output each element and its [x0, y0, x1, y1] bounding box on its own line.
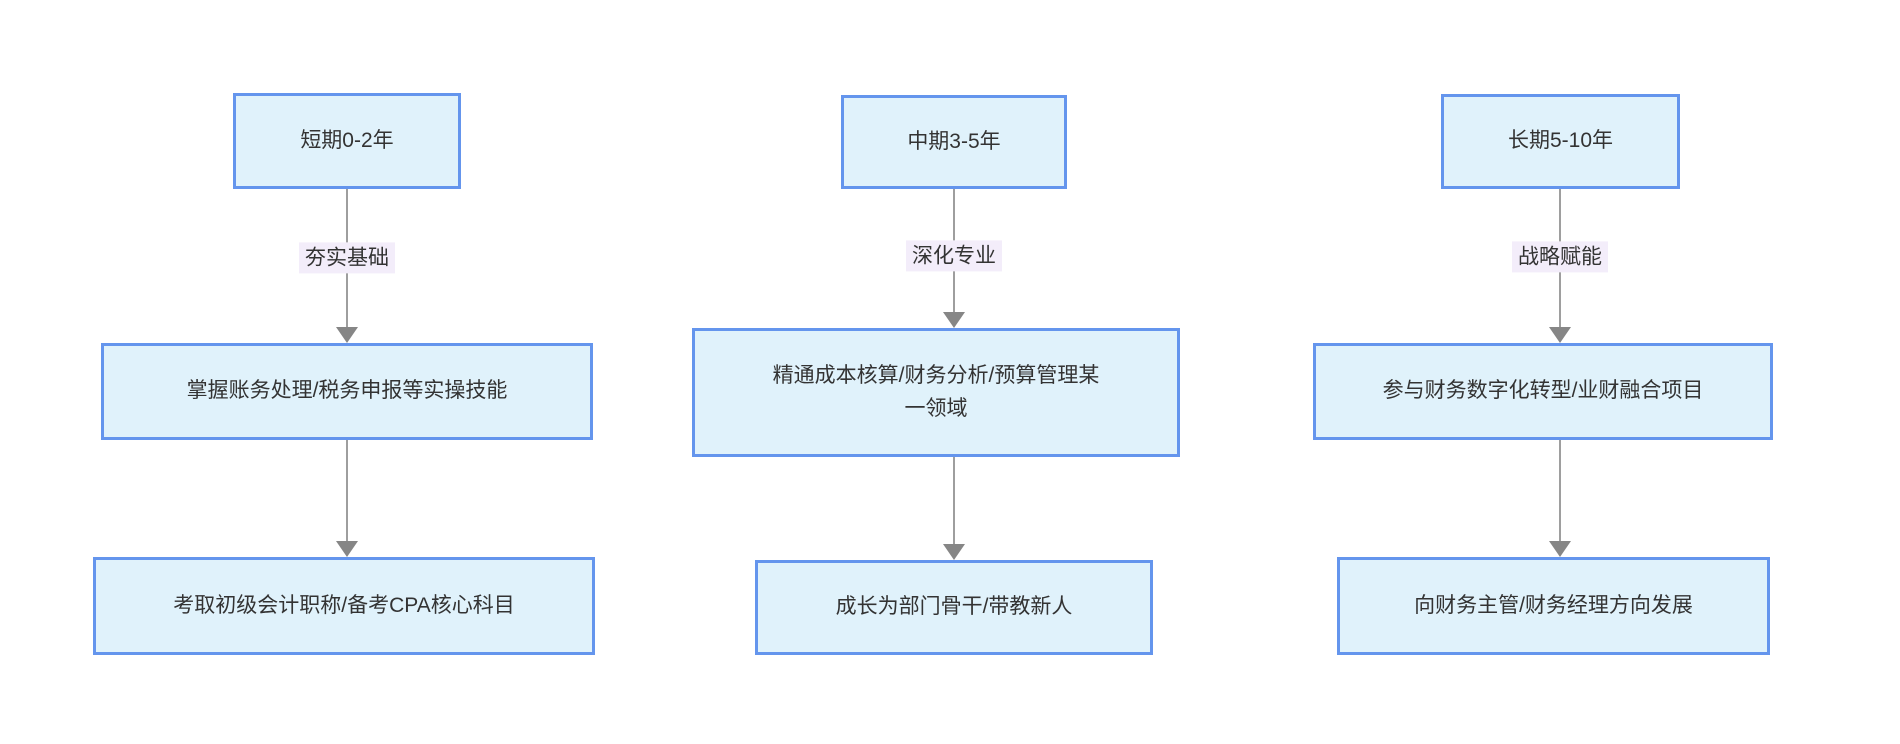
edge-line-long-term-2 — [1559, 440, 1561, 543]
node-label: 参与财务数字化转型/业财融合项目 — [1382, 379, 1704, 403]
node-stage-short-term: 短期0-2年 — [233, 93, 461, 189]
node-stage-mid-term: 中期3-5年 — [841, 95, 1067, 189]
arrowhead-icon — [336, 541, 358, 557]
node-label: 向财务主管/财务经理方向发展 — [1414, 593, 1693, 617]
node-stage-long-term: 长期5-10年 — [1441, 94, 1680, 189]
node-label: 长期5-10年 — [1507, 129, 1614, 153]
arrowhead-icon — [336, 327, 358, 343]
node-step2-short-term: 考取初级会计职称/备考CPA核心科目 — [93, 557, 595, 655]
arrowhead-icon — [943, 544, 965, 560]
node-step2-mid-term: 成长为部门骨干/带教新人 — [755, 560, 1153, 655]
arrowhead-icon — [1549, 327, 1571, 343]
edge-line-short-term-2 — [346, 440, 348, 543]
node-label: 掌握账务处理/税务申报等实操技能 — [186, 379, 508, 403]
arrowhead-icon — [1549, 541, 1571, 557]
node-label: 中期3-5年 — [907, 129, 1001, 153]
node-step1-short-term: 掌握账务处理/税务申报等实操技能 — [101, 343, 593, 440]
node-label: 考取初级会计职称/备考CPA核心科目 — [173, 593, 515, 617]
node-step2-long-term: 向财务主管/财务经理方向发展 — [1337, 557, 1770, 655]
node-step1-long-term: 参与财务数字化转型/业财融合项目 — [1313, 343, 1773, 440]
node-label: 短期0-2年 — [300, 128, 394, 152]
node-label: 成长为部门骨干/带教新人 — [835, 595, 1073, 619]
edge-label-mid-term: 深化专业 — [906, 240, 1002, 272]
edge-line-mid-term-2 — [953, 457, 955, 546]
edge-label-long-term: 战略赋能 — [1512, 241, 1608, 273]
node-label: 精通成本核算/财务分析/预算管理某 一领域 — [772, 363, 1100, 420]
arrowhead-icon — [943, 312, 965, 328]
node-step1-mid-term: 精通成本核算/财务分析/预算管理某 一领域 — [692, 328, 1180, 457]
edge-label-short-term: 夯实基础 — [299, 242, 395, 274]
